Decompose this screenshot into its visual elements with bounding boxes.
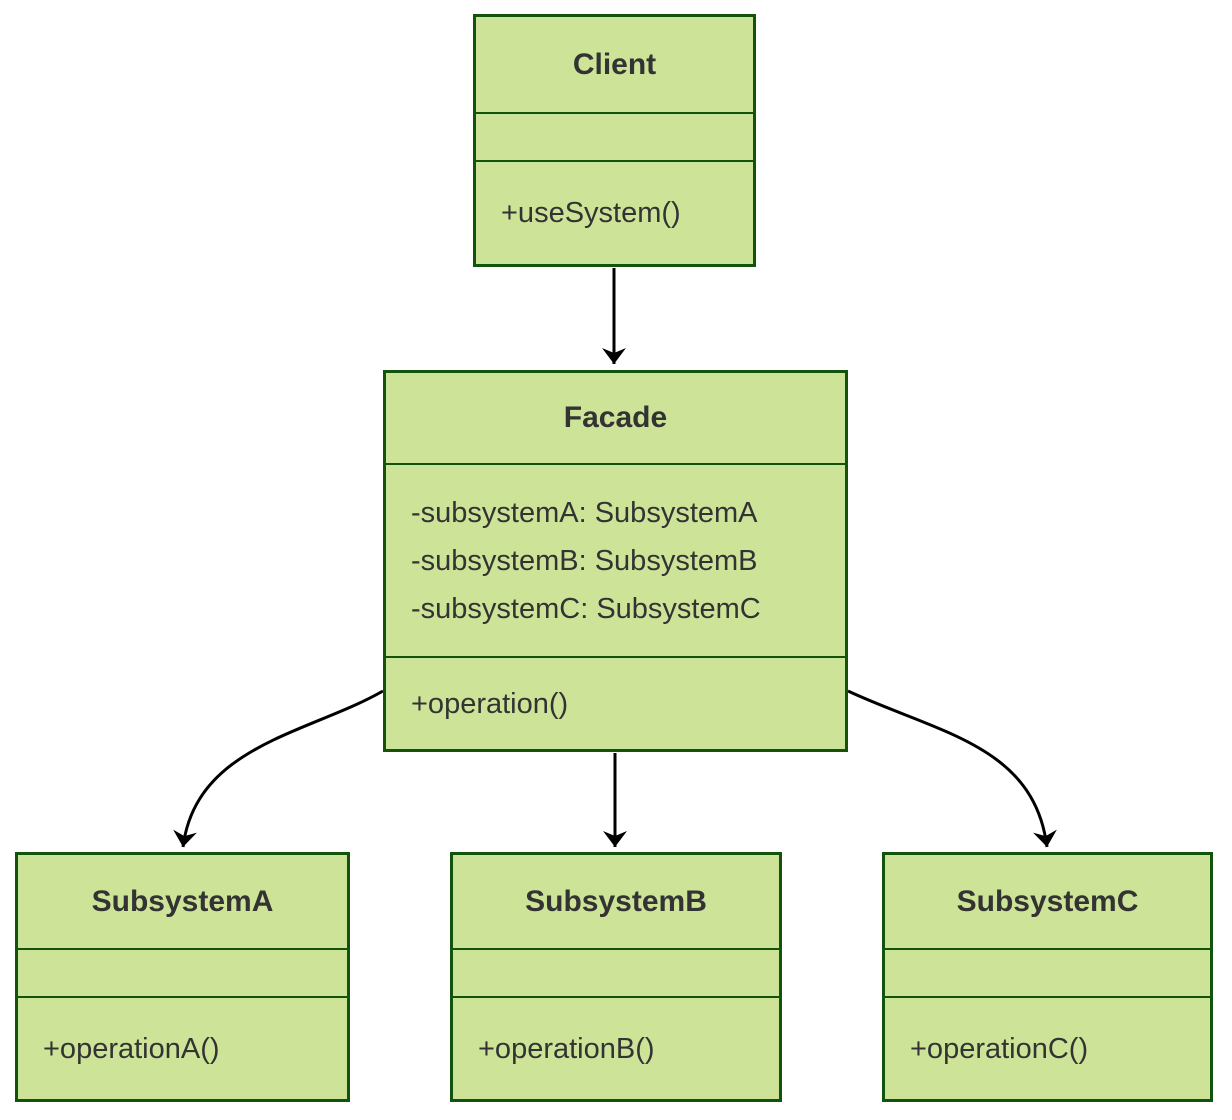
method-row: +operationB() — [478, 1032, 655, 1065]
class-subsystem-b: SubsystemB +operationB() — [450, 852, 782, 1102]
attributes-section — [453, 948, 779, 996]
edge-facade-to-subsystem-c — [847, 689, 1057, 848]
methods-section: +operationA() — [18, 996, 347, 1099]
edge-facade-to-subsystem-a — [173, 689, 384, 848]
class-subsystem-c: SubsystemC +operationC() — [882, 852, 1213, 1102]
attributes-section — [885, 948, 1210, 996]
class-facade: Facade -subsystemA: SubsystemA -subsyste… — [383, 370, 848, 752]
class-name: SubsystemA — [91, 884, 274, 918]
methods-section: +operation() — [386, 656, 845, 749]
methods-section: +operationC() — [885, 996, 1210, 1099]
class-client: Client +useSystem() — [473, 14, 756, 267]
class-name: SubsystemC — [956, 884, 1139, 918]
method-row: +operation() — [411, 687, 569, 720]
class-subsystem-a: SubsystemA +operationA() — [15, 852, 350, 1102]
class-name: Client — [572, 47, 657, 81]
class-name: Facade — [563, 401, 668, 434]
class-name: SubsystemB — [525, 884, 707, 918]
attribute-row: -subsystemC: SubsystemC — [411, 592, 761, 625]
attribute-row: -subsystemB: SubsystemB — [411, 544, 758, 577]
method-row: +useSystem() — [501, 197, 681, 229]
attributes-section — [476, 112, 753, 160]
attribute-row: -subsystemA: SubsystemA — [411, 496, 758, 529]
method-row: +operationA() — [43, 1032, 220, 1065]
methods-section: +operationB() — [453, 996, 779, 1099]
method-row: +operationC() — [910, 1032, 1089, 1065]
methods-section: +useSystem() — [476, 160, 753, 264]
attributes-section: -subsystemA: SubsystemA -subsystemB: Sub… — [386, 463, 845, 656]
attributes-section — [18, 948, 347, 996]
